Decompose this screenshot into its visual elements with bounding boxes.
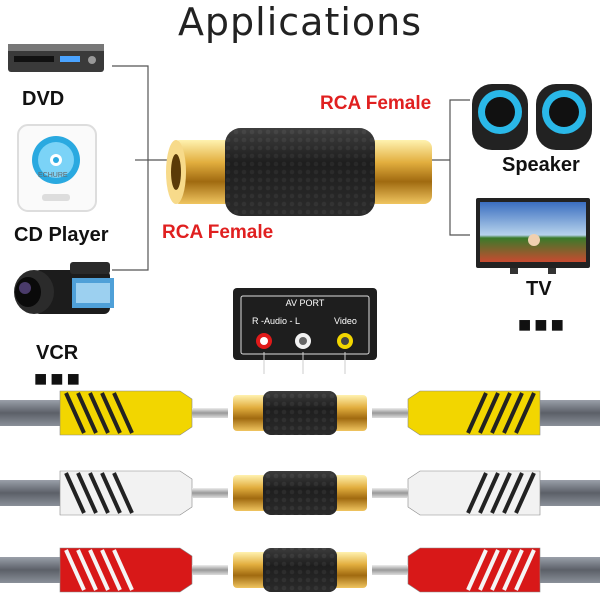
label-cd-player: CD Player	[14, 224, 109, 246]
plug-right-stripe	[466, 549, 488, 591]
dvd-player-icon	[8, 44, 104, 72]
cable-row-red	[0, 547, 600, 593]
plug-left-stripe	[88, 392, 110, 434]
plug-right-stripe	[490, 392, 512, 434]
plug-right-stripe	[502, 549, 524, 591]
cd-player-icon	[17, 124, 97, 212]
page-title: Applications	[177, 0, 423, 44]
coupler-shade	[263, 471, 337, 515]
coupler-shade	[263, 391, 337, 435]
coupler-left-gold	[233, 395, 269, 431]
center-adapter-icon	[166, 128, 432, 216]
plug-right-stripe	[490, 472, 512, 514]
plug-left-pin	[192, 488, 228, 498]
plug-right-pin	[372, 488, 408, 498]
tv-icon	[476, 198, 590, 274]
label-vcr: VCR	[36, 342, 79, 364]
rca-cables	[0, 390, 600, 593]
plug-right-stripe	[478, 472, 500, 514]
plug-right-stripe	[502, 392, 524, 434]
callout-rca-female-right: RCA Female	[320, 93, 432, 114]
plug-right-stripe	[502, 472, 524, 514]
av-port-video-label: Video	[334, 316, 357, 326]
av-port-title: AV PORT	[285, 298, 325, 308]
label-tv: TV	[526, 278, 552, 300]
plug-left-pin	[192, 408, 228, 418]
coupler-right-gold	[331, 552, 367, 588]
cable-row-white	[0, 470, 600, 516]
label-dvd: DVD	[22, 88, 65, 110]
plug-left-stripe	[64, 392, 86, 434]
plug-left-stripe	[64, 472, 86, 514]
plug-left-stripe	[112, 392, 134, 434]
callout-rca-female-left: RCA Female	[162, 222, 274, 243]
plug-left-pin	[192, 565, 228, 575]
coupler-left-gold	[233, 552, 269, 588]
speakers-icon	[472, 84, 592, 150]
coupler-right-gold	[331, 395, 367, 431]
plug-right-stripe	[514, 392, 536, 434]
plug-right-stripe	[466, 472, 488, 514]
connector-lines	[112, 65, 470, 271]
camcorder-icon	[14, 262, 114, 314]
cd-brand-label: ECHURE	[38, 172, 68, 179]
av-port-panel	[233, 288, 377, 374]
plug-left-stripe	[76, 392, 98, 434]
plug-left-stripe	[100, 472, 122, 514]
plug-left-stripe	[76, 472, 98, 514]
label-speaker: Speaker	[502, 154, 580, 176]
cable-row-yellow	[0, 390, 600, 436]
plug-left-stripe	[64, 549, 86, 591]
plug-left-stripe	[100, 549, 122, 591]
plug-right-stripe	[478, 549, 500, 591]
plug-right-pin	[372, 408, 408, 418]
plug-right-stripe	[490, 549, 512, 591]
plug-left-stripe	[112, 472, 134, 514]
plug-left-stripe	[112, 549, 134, 591]
plug-right-stripe	[514, 549, 536, 591]
plug-left-stripe	[100, 392, 122, 434]
plug-left-stripe	[88, 472, 110, 514]
plug-right-pin	[372, 565, 408, 575]
plug-right-stripe	[514, 472, 536, 514]
plug-right-stripe	[478, 392, 500, 434]
coupler-shade	[263, 548, 337, 592]
more-devices-right: ■■■	[518, 312, 567, 337]
coupler-right-gold	[331, 475, 367, 511]
more-devices-left: ■■■	[34, 366, 83, 391]
plug-right-stripe	[466, 392, 488, 434]
plug-left-stripe	[88, 549, 110, 591]
av-port-audio-label: R -Audio - L	[252, 316, 301, 326]
plug-left-stripe	[76, 549, 98, 591]
coupler-left-gold	[233, 475, 269, 511]
